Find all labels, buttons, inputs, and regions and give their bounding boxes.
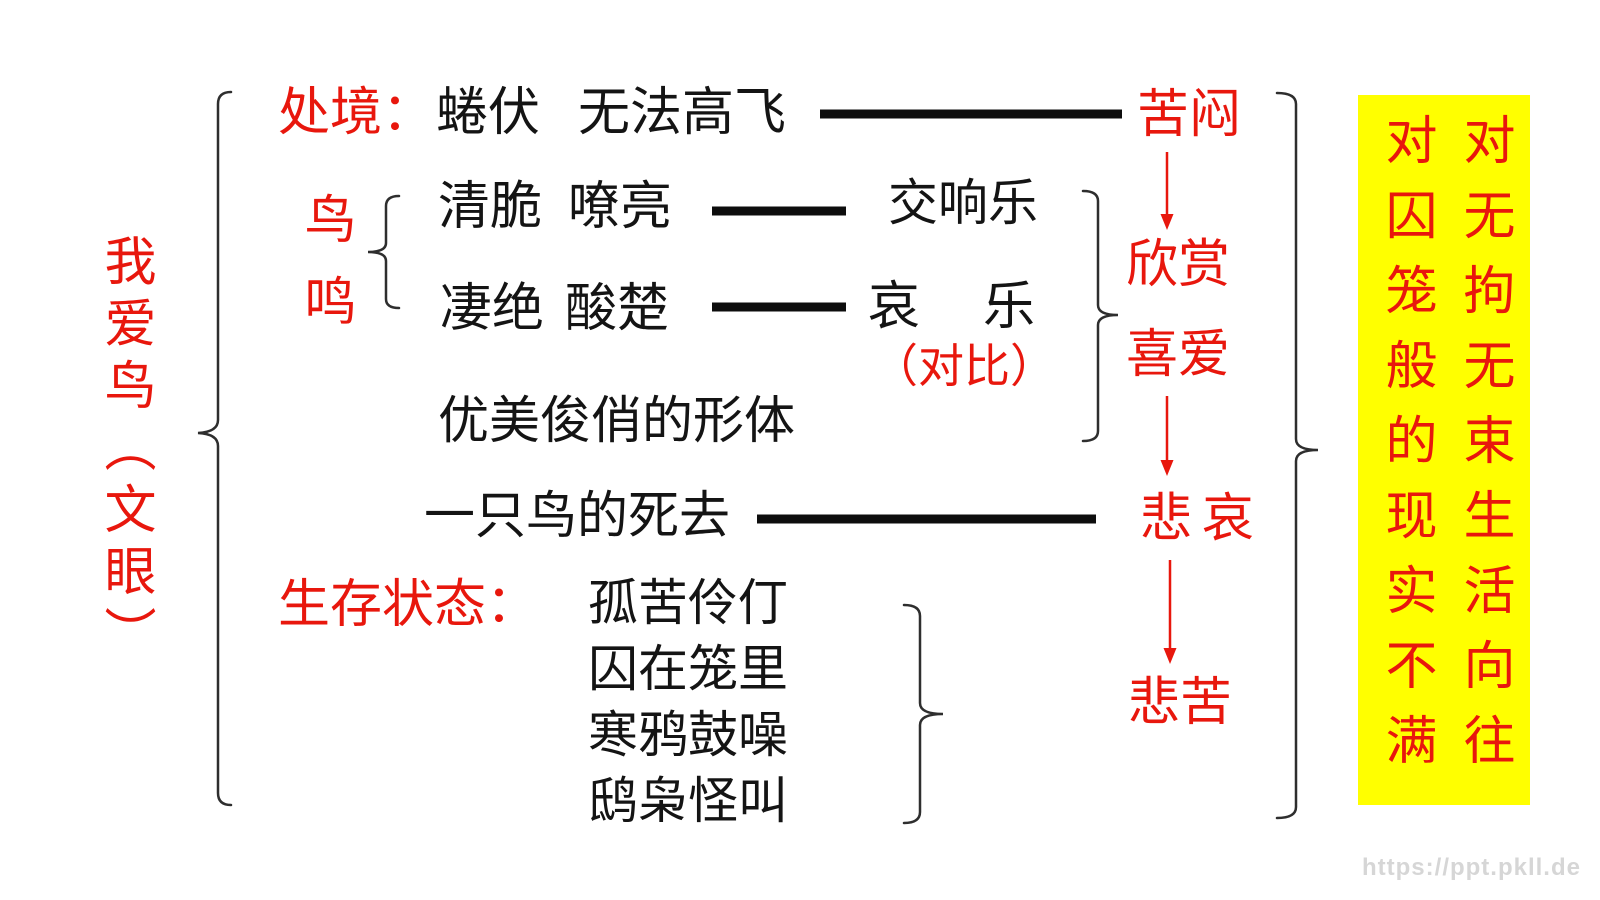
living-item-3: 寒鸦鼓噪 bbox=[588, 707, 788, 763]
conclusion-column-right: 对无拘无束生活向往 bbox=[1455, 113, 1512, 788]
watermark-url: https://ppt.pkll.de bbox=[1362, 854, 1581, 881]
contrast-note: （对比） bbox=[872, 341, 1056, 392]
living-item-1: 孤苦伶仃 bbox=[588, 575, 788, 631]
arrow-beiai-head bbox=[1163, 648, 1177, 664]
song-sad-like-2: 乐 bbox=[983, 279, 1036, 336]
song-sad-like-1: 哀 bbox=[868, 279, 921, 336]
living-item-4: 鸱枭怪叫 bbox=[588, 773, 788, 829]
feeling-kumen: 苦闷 bbox=[1137, 87, 1242, 144]
living-key: 生存状态： bbox=[278, 577, 539, 634]
conclusion-brace bbox=[1275, 91, 1319, 820]
appreciate-brace bbox=[1081, 189, 1119, 443]
arrow-kumen-head bbox=[1160, 214, 1174, 230]
feeling-xiai: 喜爱 bbox=[1126, 327, 1231, 384]
song-clear: 清脆 bbox=[438, 179, 543, 236]
main-left-brace bbox=[197, 90, 233, 807]
song-clear-like: 交响乐 bbox=[888, 175, 1038, 231]
conclusion-highlight-box: 对囚笼般的现实不满 对无拘无束生活向往 bbox=[1358, 95, 1530, 805]
song-sad: 凄绝 bbox=[440, 281, 545, 338]
situation-detail-2: 无法高飞 bbox=[578, 85, 787, 142]
living-brace bbox=[902, 603, 944, 825]
living-item-2: 囚在笼里 bbox=[588, 641, 788, 697]
situation-key: 处境： bbox=[278, 85, 435, 142]
body-label: 优美俊俏的形体 bbox=[438, 394, 796, 450]
song-bitter: 酸楚 bbox=[565, 281, 670, 338]
birdsong-key: 鸟鸣 bbox=[296, 192, 353, 356]
feeling-xinshang: 欣赏 bbox=[1126, 237, 1231, 294]
death-label: 一只鸟的死去 bbox=[424, 489, 731, 545]
feeling-beiku: 悲苦 bbox=[1128, 675, 1233, 732]
conclusion-column-left: 对囚笼般的现实不满 bbox=[1377, 113, 1434, 788]
birdsong-brace bbox=[367, 194, 401, 310]
feeling-beiai: 悲哀 bbox=[1140, 491, 1265, 548]
root-topic: 我爱鸟（文眼） bbox=[96, 234, 153, 668]
song-loud: 嘹亮 bbox=[568, 179, 673, 236]
arrow-xiai-head bbox=[1160, 460, 1174, 476]
situation-detail-1: 蜷伏 bbox=[436, 85, 541, 142]
